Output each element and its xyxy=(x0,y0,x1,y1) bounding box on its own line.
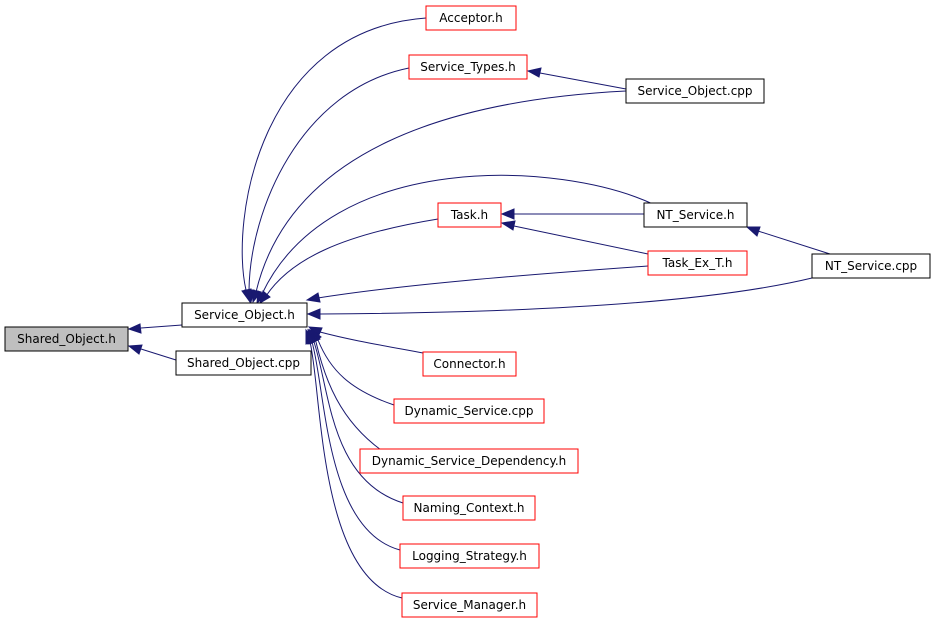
edge-arrowhead xyxy=(259,290,271,305)
node-task-h[interactable]: Task.h xyxy=(437,202,502,228)
node-label: Dynamic_Service.cpp xyxy=(405,404,534,418)
edge-task-ex-t-h-to-task-h xyxy=(513,225,649,255)
node-naming-context-h[interactable]: Naming_Context.h xyxy=(402,495,536,521)
edge-arrowhead xyxy=(127,344,143,355)
edge-connector-h-to-service-object-h xyxy=(319,331,424,354)
edge-arrowhead xyxy=(305,292,321,303)
node-label: Task_Ex_T.h xyxy=(662,256,733,270)
node-label: Service_Object.cpp xyxy=(637,84,752,98)
node-nt-service-h[interactable]: NT_Service.h xyxy=(643,202,748,228)
edge-service-types-h-to-service-object-h xyxy=(248,67,410,291)
node-shared-object-cpp[interactable]: Shared_Object.cpp xyxy=(175,350,312,376)
node-label: NT_Service.cpp xyxy=(825,259,917,273)
node-label: Task.h xyxy=(450,208,488,222)
edge-acceptor-h-to-service-object-h xyxy=(241,17,427,291)
edge-nt-service-h-to-service-object-h xyxy=(261,174,656,295)
node-shared-object-h[interactable]: Shared_Object.h xyxy=(4,326,129,352)
edge-nt-service-cpp-to-service-object-h xyxy=(319,277,813,315)
node-label: Dynamic_Service_Dependency.h xyxy=(372,454,567,468)
edge-arrowhead xyxy=(500,208,515,220)
edge-service-object-h-to-shared-object-h xyxy=(140,324,183,329)
node-label: Service_Manager.h xyxy=(413,598,526,612)
node-acceptor-h[interactable]: Acceptor.h xyxy=(425,5,517,31)
node-label: Service_Types.h xyxy=(420,60,516,74)
edge-task-ex-t-h-to-service-object-h xyxy=(317,265,649,299)
edge-naming-context-h-to-service-object-h xyxy=(313,341,404,504)
edge-shared-object-cpp-to-shared-object-h xyxy=(140,348,177,361)
node-service-manager-h[interactable]: Service_Manager.h xyxy=(401,592,538,618)
node-connector-h[interactable]: Connector.h xyxy=(422,351,517,377)
edge-dynamic-service-cpp-to-service-object-h xyxy=(317,339,395,406)
edge-service-object-cpp-to-service-types-h xyxy=(539,72,627,90)
node-label: Service_Object.h xyxy=(194,308,295,322)
edge-arrowhead xyxy=(306,308,321,320)
node-dynamic-service-cpp[interactable]: Dynamic_Service.cpp xyxy=(393,398,545,424)
graph-nodes: Shared_Object.h Service_Object.h Shared_… xyxy=(4,5,931,618)
edge-nt-service-cpp-to-nt-service-h xyxy=(757,230,831,255)
edge-arrowhead xyxy=(127,323,142,334)
node-service-types-h[interactable]: Service_Types.h xyxy=(408,54,528,80)
node-label: NT_Service.h xyxy=(656,208,734,222)
node-label: Shared_Object.h xyxy=(17,332,116,346)
edge-logging-strategy-h-to-service-object-h xyxy=(311,341,401,551)
edge-arrowhead xyxy=(526,67,542,78)
edge-service-object-cpp-to-service-object-h xyxy=(255,90,627,293)
node-task-ex-t-h[interactable]: Task_Ex_T.h xyxy=(647,250,748,276)
graph-edges xyxy=(127,17,831,599)
edge-arrowhead xyxy=(305,328,315,345)
edge-arrowhead xyxy=(500,220,516,231)
node-label: Acceptor.h xyxy=(439,11,503,25)
edge-arrowhead xyxy=(745,226,761,237)
node-dynamic-service-dependency-h[interactable]: Dynamic_Service_Dependency.h xyxy=(359,448,579,474)
node-label: Shared_Object.cpp xyxy=(187,356,300,370)
node-label: Naming_Context.h xyxy=(413,501,524,515)
node-nt-service-cpp[interactable]: NT_Service.cpp xyxy=(811,253,931,279)
node-logging-strategy-h[interactable]: Logging_Strategy.h xyxy=(399,543,540,569)
node-service-object-cpp[interactable]: Service_Object.cpp xyxy=(625,78,765,104)
node-label: Connector.h xyxy=(433,357,505,371)
node-label: Logging_Strategy.h xyxy=(412,549,527,563)
edge-task-h-to-service-object-h xyxy=(265,218,439,297)
edge-dynamic-service-dependency-h-to-service-object-h xyxy=(315,341,382,451)
edge-service-manager-h-to-service-object-h xyxy=(309,341,403,599)
node-service-object-h[interactable]: Service_Object.h xyxy=(181,302,308,328)
